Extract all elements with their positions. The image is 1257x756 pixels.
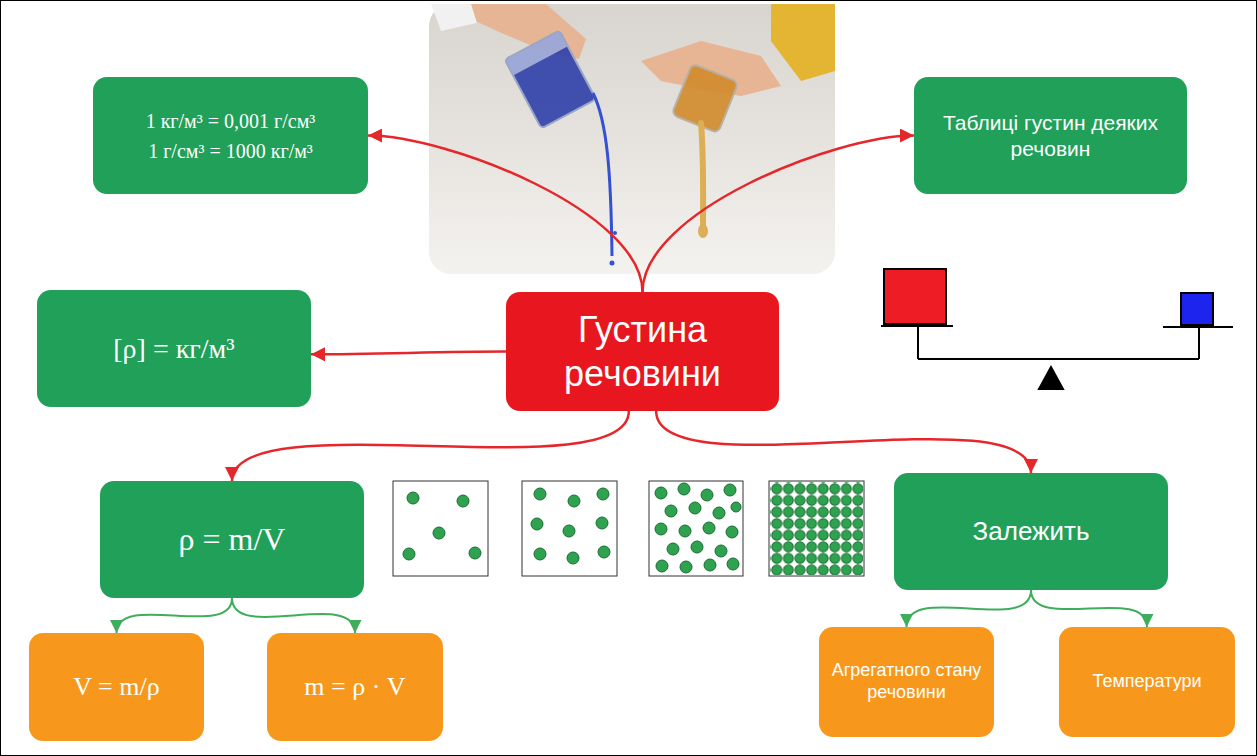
unit-box: [ρ] = кг/м³ <box>37 290 311 407</box>
connector-arrow <box>232 598 355 633</box>
box-text: ρ = m/V <box>179 520 286 558</box>
box-text: V = m/ρ <box>73 671 159 702</box>
topic-box: Густина речовини <box>506 292 779 411</box>
connector-arrow <box>656 411 1031 473</box>
box-text: [ρ] = кг/м³ <box>113 332 234 366</box>
connector-arrow <box>232 411 629 481</box>
box-text: 1 г/см³ = 1000 кг/м³ <box>148 139 313 163</box>
info-box: Таблиці густин деяких речовин <box>914 77 1187 194</box>
connector-arrow <box>368 136 643 293</box>
unit-conversion-box: 1 кг/м³ = 0,001 г/см³ 1 г/см³ = 1000 кг/м… <box>93 77 368 194</box>
connector-arrow <box>311 352 506 355</box>
box-text: Температури <box>1092 671 1201 693</box>
info-box: Залежить <box>894 473 1168 590</box>
connector-arrow <box>643 136 915 293</box>
pouring-photo <box>429 4 835 274</box>
formula-box: V = m/ρ <box>29 633 204 741</box>
box-text: Таблиці густин деяких речовин <box>924 110 1177 160</box>
formula-box: ρ = m/V <box>100 481 364 598</box>
box-text: Залежить <box>973 516 1090 547</box>
connector-arrow <box>1031 590 1147 627</box>
box-text: Густина речовини <box>516 308 769 394</box>
connector-arrow <box>907 590 1032 627</box>
particle-boxes <box>393 481 864 576</box>
balance-scale <box>881 269 1233 389</box>
box-text: 1 кг/м³ = 0,001 г/см³ <box>146 109 316 133</box>
box-text: Агрегатного стану речовини <box>829 660 984 703</box>
connector-arrow <box>117 598 233 633</box>
factor-box: Температури <box>1059 627 1235 737</box>
formula-box: m = ρ · V <box>267 633 443 741</box>
factor-box: Агрегатного стану речовини <box>819 627 994 737</box>
box-text: m = ρ · V <box>304 671 405 702</box>
